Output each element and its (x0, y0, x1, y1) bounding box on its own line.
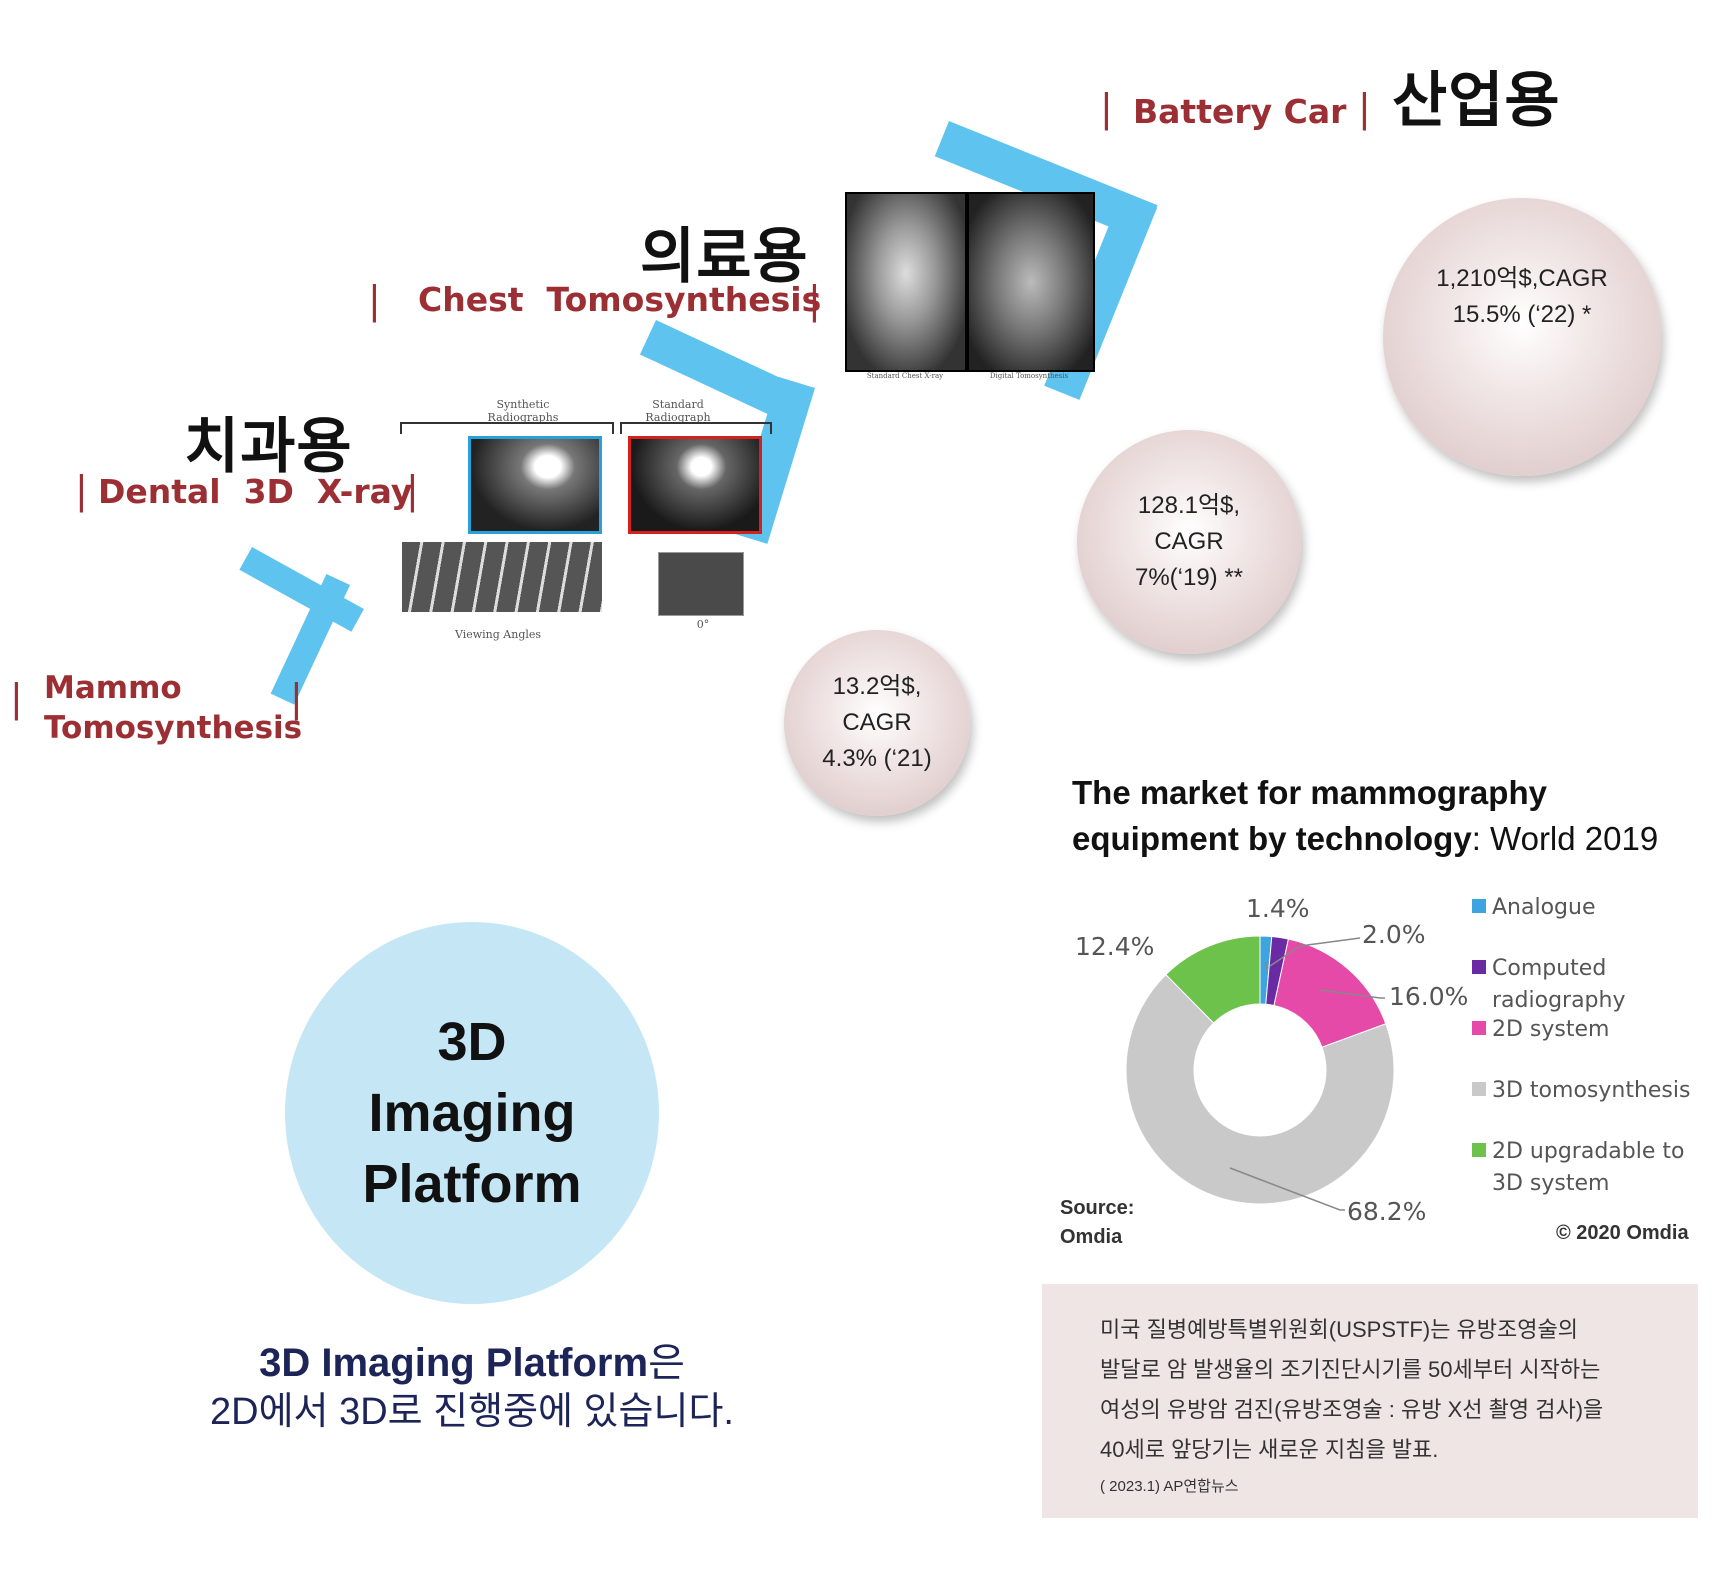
legend-text-upg-1: 2D upgradable to (1492, 1139, 1685, 1164)
mammo-bubble-line2: CAGR (842, 709, 912, 736)
chest-pipe-right: | (808, 278, 821, 322)
legend-swatch-2d (1472, 1021, 1486, 1035)
platform-desc-suffix: 은 (648, 1341, 685, 1385)
dental-pipe-left: | (75, 468, 88, 512)
legend-text-upg-2: 3D system (1492, 1171, 1610, 1196)
news-source: ( 2023.1) AP연합뉴스 (1100, 1478, 1239, 1495)
news-box: 미국 질병예방특별위원회(USPSTF)는 유방조영술의 발달로 암 발생율의 … (1042, 1284, 1698, 1518)
legend-text-cr-2: radiography (1492, 988, 1626, 1013)
pct-label-2d: 16.0% (1389, 982, 1469, 1011)
synthetic-xray (468, 436, 602, 534)
legend-swatch-upgradable (1472, 1143, 1486, 1157)
zero-degree-label: 0° (696, 618, 710, 631)
industrial-market-bubble: 1,210억$,CAGR 15.5% (‘22) * (1383, 198, 1661, 476)
mammo-market-bubble: 13.2억$, CAGR 4.3% (‘21) (784, 630, 970, 816)
chest-market-bubble: 128.1억$, CAGR 7%(‘19) ** (1077, 430, 1301, 654)
standard-small-xray (658, 552, 744, 616)
standard-chest-xray (845, 192, 967, 372)
chest-bubble-line2: CAGR (1154, 528, 1224, 555)
mammo-label: Mammo Tomosynthesis (44, 668, 302, 748)
news-line1: 미국 질병예방특별위원회(USPSTF)는 유방조영술의 (1100, 1317, 1578, 1342)
chart-source: Source: Omdia (1060, 1194, 1134, 1252)
legend-swatch-3d (1472, 1082, 1486, 1096)
dental-xray-figure: Synthetic Radiographs Standard Radiograp… (388, 392, 784, 648)
industrial-label: Battery Car (1133, 92, 1347, 131)
legend-3d-tomosynthesis: 3D tomosynthesis (1472, 1075, 1690, 1107)
pct-label-cr: 2.0% (1362, 920, 1426, 949)
dental-label: Dental 3D X-ray (98, 472, 413, 511)
chest-xray-figure: Standard Chest X-ray Digital Tomosynthes… (843, 190, 1095, 386)
dental-pipe-right: | (406, 468, 419, 512)
platform-line3: Platform (362, 1153, 582, 1214)
legend-2d-upgradable: 2D upgradable to 3D system (1472, 1136, 1684, 1200)
leader-lines (1229, 937, 1385, 1211)
legend-text-2d: 2D system (1492, 1017, 1610, 1042)
chest-bubble-line1: 128.1억$, (1137, 492, 1241, 519)
source-line1: Source: (1060, 1197, 1135, 1219)
platform-circle: 3D Imaging Platform (285, 922, 659, 1304)
platform-desc-bold: 3D Imaging Platform (259, 1341, 649, 1385)
mammo-label-line1: Mammo (44, 670, 182, 706)
industrial-pipe-right: | (1358, 86, 1371, 130)
chart-title: The market for mammography equipment by … (1072, 770, 1712, 862)
digital-tomo-xray (967, 192, 1095, 372)
donut-chart (1125, 935, 1395, 1205)
dental-title: 치과용 (184, 412, 353, 482)
legend-computed-radiography: Computed radiography (1472, 953, 1625, 1017)
news-line3: 여성의 유방암 검진(유방조영술 : 유방 X선 촬영 검사)을 (1100, 1397, 1604, 1422)
mammo-label-line2: Tomosynthesis (44, 710, 303, 746)
chest-title: 의료용 (640, 222, 809, 292)
chest-caption-left: Standard Chest X-ray (866, 372, 944, 380)
platform-desc-line2: 2D에서 3D로 진행중에 있습니다. (210, 1391, 734, 1433)
chest-caption-right: Digital Tomosynthesis (989, 372, 1069, 380)
mammo-pipe-left: | (10, 676, 23, 720)
standard-radiograph-label: Standard Radiograph (645, 398, 711, 424)
chart-title-bold: The market for mammography equipment by … (1072, 774, 1547, 857)
news-line2: 발달로 암 발생율의 조기진단시기를 50세부터 시작하는 (1100, 1357, 1601, 1382)
synthetic-radiographs-label: Synthetic Radiographs (487, 398, 559, 424)
mammo-bubble-line3: 4.3% (‘21) (822, 745, 932, 772)
chest-bubble-line3: 7%(‘19) ** (1134, 564, 1244, 591)
mammo-bubble-line1: 13.2억$, (832, 673, 922, 700)
bracket-standard (620, 422, 772, 434)
donut-slice-2d-upgradable-to-3d-system (1165, 935, 1261, 1024)
industrial-bubble-line1: 1,210억$,CAGR (1436, 265, 1608, 292)
legend-text-analogue: Analogue (1492, 895, 1596, 920)
chart-copyright: © 2020 Omdia (1556, 1222, 1689, 1244)
legend-swatch-cr (1472, 960, 1486, 974)
chart-title-normal: : World 2019 (1471, 820, 1659, 857)
industrial-pipe-left: | (1100, 86, 1113, 130)
angle-stack (402, 542, 602, 612)
bracket-synthetic (400, 422, 614, 434)
platform-line2: Imaging (368, 1082, 576, 1143)
source-line2: Omdia (1060, 1226, 1123, 1248)
pct-label-analogue: 1.4% (1246, 894, 1310, 923)
industrial-bubble-line2: 15.5% (‘22) * (1452, 301, 1592, 328)
mammo-pipe-right: | (290, 676, 303, 720)
industrial-title: 산업용 (1392, 66, 1561, 136)
pct-label-upgradable: 12.4% (1075, 932, 1155, 961)
platform-line1: 3D (437, 1011, 507, 1072)
platform-description: 3D Imaging Platform은 2D에서 3D로 진행중에 있습니다. (120, 1338, 824, 1436)
chest-pipe-left: | (368, 278, 381, 322)
viewing-angles-label: Viewing Angles (454, 628, 542, 641)
chest-label: Chest Tomosynthesis (418, 280, 822, 319)
news-line4: 40세로 앞당기는 새로운 지침을 발표. (1100, 1437, 1439, 1462)
legend-text-cr-1: Computed (1492, 956, 1607, 981)
standard-xray (628, 436, 762, 534)
pct-label-3d: 68.2% (1347, 1197, 1427, 1226)
donut-slice-3d-tomosynthesis (1125, 973, 1395, 1205)
legend-swatch-analogue (1472, 899, 1486, 913)
legend-text-3d: 3D tomosynthesis (1492, 1078, 1691, 1103)
legend-analogue: Analogue (1472, 892, 1596, 924)
legend-2d-system: 2D system (1472, 1014, 1609, 1046)
